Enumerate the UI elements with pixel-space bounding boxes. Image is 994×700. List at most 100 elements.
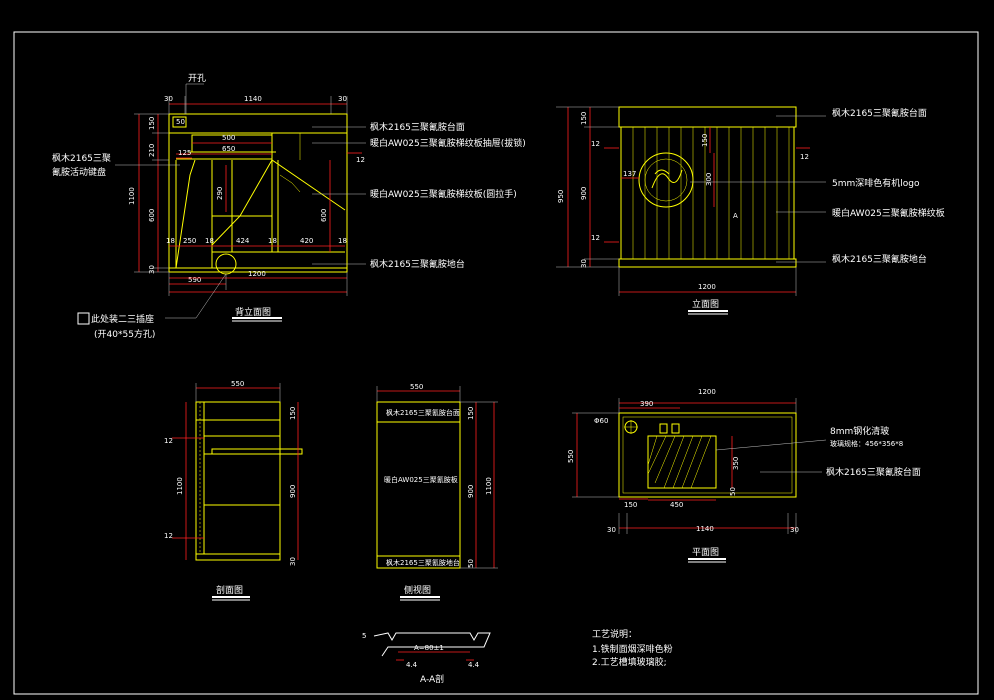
dim-label: 30 (580, 259, 588, 268)
logo-circle (638, 152, 694, 208)
dim-label: 12 (164, 437, 173, 445)
dim-label: 150 (467, 407, 475, 420)
dim-label: 137 (623, 170, 636, 178)
dim-label: A=80±1 (414, 644, 444, 652)
dim-label: 1140 (244, 95, 262, 103)
side-top-label: 枫木2165三聚氰胺台面 (386, 408, 460, 417)
dim-label: 950 (557, 190, 565, 203)
side-mid-label: 暖白AW025三聚氰胺板 (384, 475, 458, 484)
label-logo: 5mm深啡色有机logo (832, 177, 920, 189)
dim-label: 30 (607, 526, 616, 534)
dim-label: 5 (362, 632, 366, 640)
front-elevation-view: A 1200 950 150 900 30 12 12 12 137 150 3… (556, 106, 945, 315)
hatch-line (690, 435, 712, 489)
dim-label: 900 (580, 187, 588, 200)
dim-label: 18 (338, 237, 347, 245)
dim-label: 18 (166, 237, 175, 245)
socket-symbol-icon (77, 312, 90, 325)
dim-label: 12 (356, 156, 365, 164)
dim-label: 4.4 (406, 661, 418, 669)
label-panel: 暖白AW025三聚氰胺梯纹板 (832, 207, 945, 219)
hatch-line (647, 435, 658, 466)
back-elevation-title: 背立面图 (235, 306, 271, 318)
front-elevation-title: 立面图 (692, 298, 719, 310)
dim-label: 600 (148, 209, 156, 222)
glass-hatch-lines (647, 435, 712, 489)
glass-panel (647, 435, 717, 489)
dim-label: 390 (640, 400, 653, 408)
detail-aa-title: A-A剖 (420, 673, 444, 685)
dim-label: 30 (164, 95, 173, 103)
hatch-line (647, 435, 667, 475)
marker-a: A (733, 212, 738, 220)
dim-label: 900 (467, 485, 475, 498)
hatch-line (654, 435, 676, 484)
dim-label: 550 (231, 380, 244, 388)
section-view: 550 150 900 30 1100 12 12 剖面图 (164, 380, 303, 601)
dim-label: 590 (188, 276, 201, 284)
dim-label: 450 (670, 501, 683, 509)
dim-label: 150 (148, 117, 156, 130)
dim-label: 1140 (696, 525, 714, 533)
dim-label: 1200 (698, 388, 716, 396)
dim-label: Φ60 (594, 417, 608, 425)
back-elevation-view: 50 30 1140 30 开孔 500 (52, 73, 526, 340)
dim-label: 550 (567, 450, 575, 463)
dim-label: 12 (800, 153, 809, 161)
dim-label: 1100 (485, 477, 493, 495)
glass-label-line2: 玻璃规格：456*356*8 (830, 439, 903, 448)
dim-label: 50 (729, 487, 737, 496)
socket-label: 此处装二三插座 (91, 313, 154, 325)
hatch-line (663, 435, 685, 489)
side-base-label: 枫木2165三聚氰胺地台 (386, 558, 460, 567)
label-top: 枫木2165三聚氰胺台面 (832, 107, 927, 119)
glass-label-line1: 8mm钢化清玻 (830, 425, 889, 437)
dim-label: 12 (591, 140, 600, 148)
dim-label: 250 (183, 237, 196, 245)
plan-view: 1200 390 550 Φ60 150 450 350 50 30 1140 … (567, 388, 921, 563)
dim-label: 125 (178, 149, 191, 157)
dim-label: 420 (300, 237, 313, 245)
plan-title: 平面图 (692, 547, 719, 558)
label-base: 枫木2165三聚氰胺地台 (370, 258, 465, 270)
dim-label: 500 (222, 134, 235, 142)
dim-label: 50 (176, 118, 185, 126)
dim-label: 300 (705, 173, 713, 186)
dim-label: 1200 (248, 270, 266, 278)
notes-block: 工艺说明： 1.铁制面烟深啡色粉 2.工艺槽填玻璃胶; (592, 628, 673, 668)
notes-heading: 工艺说明： (592, 628, 637, 640)
left-label-line2: 氰胺活动键盘 (52, 166, 106, 178)
dim-label: 600 (320, 209, 328, 222)
notes-item: 1.铁制面烟深啡色粉 (592, 643, 673, 655)
left-label-line1: 枫木2165三聚 (52, 152, 111, 164)
detail-aa-view: A=80±1 5 4.4 4.4 A-A剖 (362, 632, 491, 685)
dim-label: 650 (222, 145, 235, 153)
dim-label: 900 (289, 485, 297, 498)
hatch-line (681, 435, 703, 489)
label-top: 枫木2165三聚氰胺台面 (826, 466, 921, 478)
label-top: 枫木2165三聚氰胺台面 (370, 121, 465, 133)
side-elevation-title: 侧视图 (404, 584, 431, 596)
dim-label: 12 (591, 234, 600, 242)
dim-label: 150 (701, 134, 709, 147)
dim-label: 50 (467, 559, 475, 568)
section-title: 剖面图 (216, 584, 243, 596)
hatch-line (672, 435, 694, 489)
label-drawer: 暖白AW025三聚氰胺梯纹板抽屉(拔锁) (370, 137, 526, 149)
dim-label: 1200 (698, 283, 716, 291)
dim-label: 210 (148, 144, 156, 157)
dim-label: 30 (338, 95, 347, 103)
dim-label: 4.4 (468, 661, 480, 669)
dim-label: 150 (580, 112, 588, 125)
label-base: 枫木2165三聚氰胺地台 (832, 253, 927, 265)
dim-label: 550 (410, 383, 423, 391)
socket-note: (开40*55方孔) (94, 328, 155, 340)
socket-circle (215, 253, 237, 275)
vertical-slat-lines (632, 127, 790, 259)
dim-label: 30 (289, 557, 297, 566)
dim-label: 350 (732, 457, 740, 470)
hole-label: 开孔 (188, 73, 206, 84)
dim-label: 1100 (128, 187, 136, 205)
dim-label: 150 (624, 501, 637, 509)
